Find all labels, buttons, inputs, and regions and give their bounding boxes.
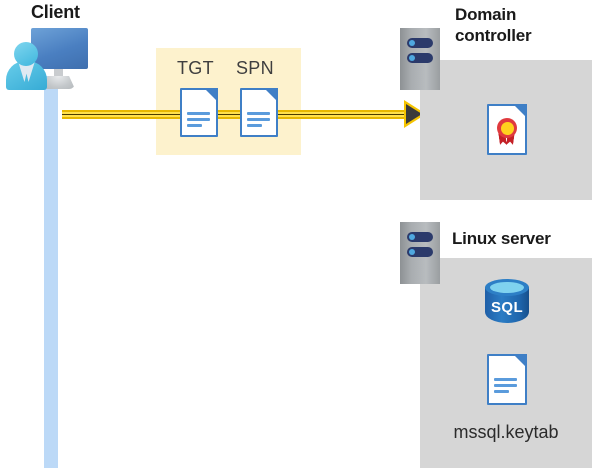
keytab-filename-label: mssql.keytab	[453, 422, 559, 442]
server-bay-1	[407, 232, 433, 242]
tgt-label: TGT	[177, 58, 214, 78]
certificate-icon	[487, 104, 527, 155]
tgt-document-icon	[180, 88, 218, 137]
message-arrow-shaft	[62, 110, 414, 119]
document-text-lines	[240, 88, 278, 137]
certificate-seal-inner	[500, 121, 514, 135]
keytab-document-icon	[487, 354, 527, 405]
monitor-base	[42, 76, 75, 89]
domain-controller-title: Domain controller	[455, 5, 532, 45]
domain-controller-server-icon	[400, 28, 440, 90]
sql-database-label: SQL	[490, 299, 524, 316]
document-fold	[264, 88, 278, 102]
linux-server-icon	[400, 222, 440, 284]
message-arrow-head-icon	[406, 104, 422, 124]
client-workstation-icon	[6, 28, 92, 90]
monitor-neck	[54, 69, 63, 78]
server-led-icon	[409, 234, 415, 240]
document-fold	[204, 88, 218, 102]
monitor-screen	[31, 28, 88, 69]
client-lifeline	[44, 76, 58, 468]
document-fold	[513, 354, 527, 368]
spn-document-icon	[240, 88, 278, 137]
person-head	[14, 42, 38, 66]
server-bay-1	[407, 38, 433, 48]
client-title: Client	[31, 2, 80, 22]
server-bay-2	[407, 53, 433, 63]
server-bay-2	[407, 247, 433, 257]
spn-label: SPN	[236, 58, 274, 78]
linux-server-title: Linux server	[452, 229, 551, 248]
document-text-lines	[487, 354, 527, 405]
server-led-icon	[409, 55, 415, 61]
document-fold	[513, 104, 527, 118]
database-cylinder-top-inner	[490, 282, 524, 293]
server-led-icon	[409, 249, 415, 255]
sql-database-icon: SQL	[485, 279, 529, 331]
document-text-lines	[180, 88, 218, 137]
server-led-icon	[409, 40, 415, 46]
